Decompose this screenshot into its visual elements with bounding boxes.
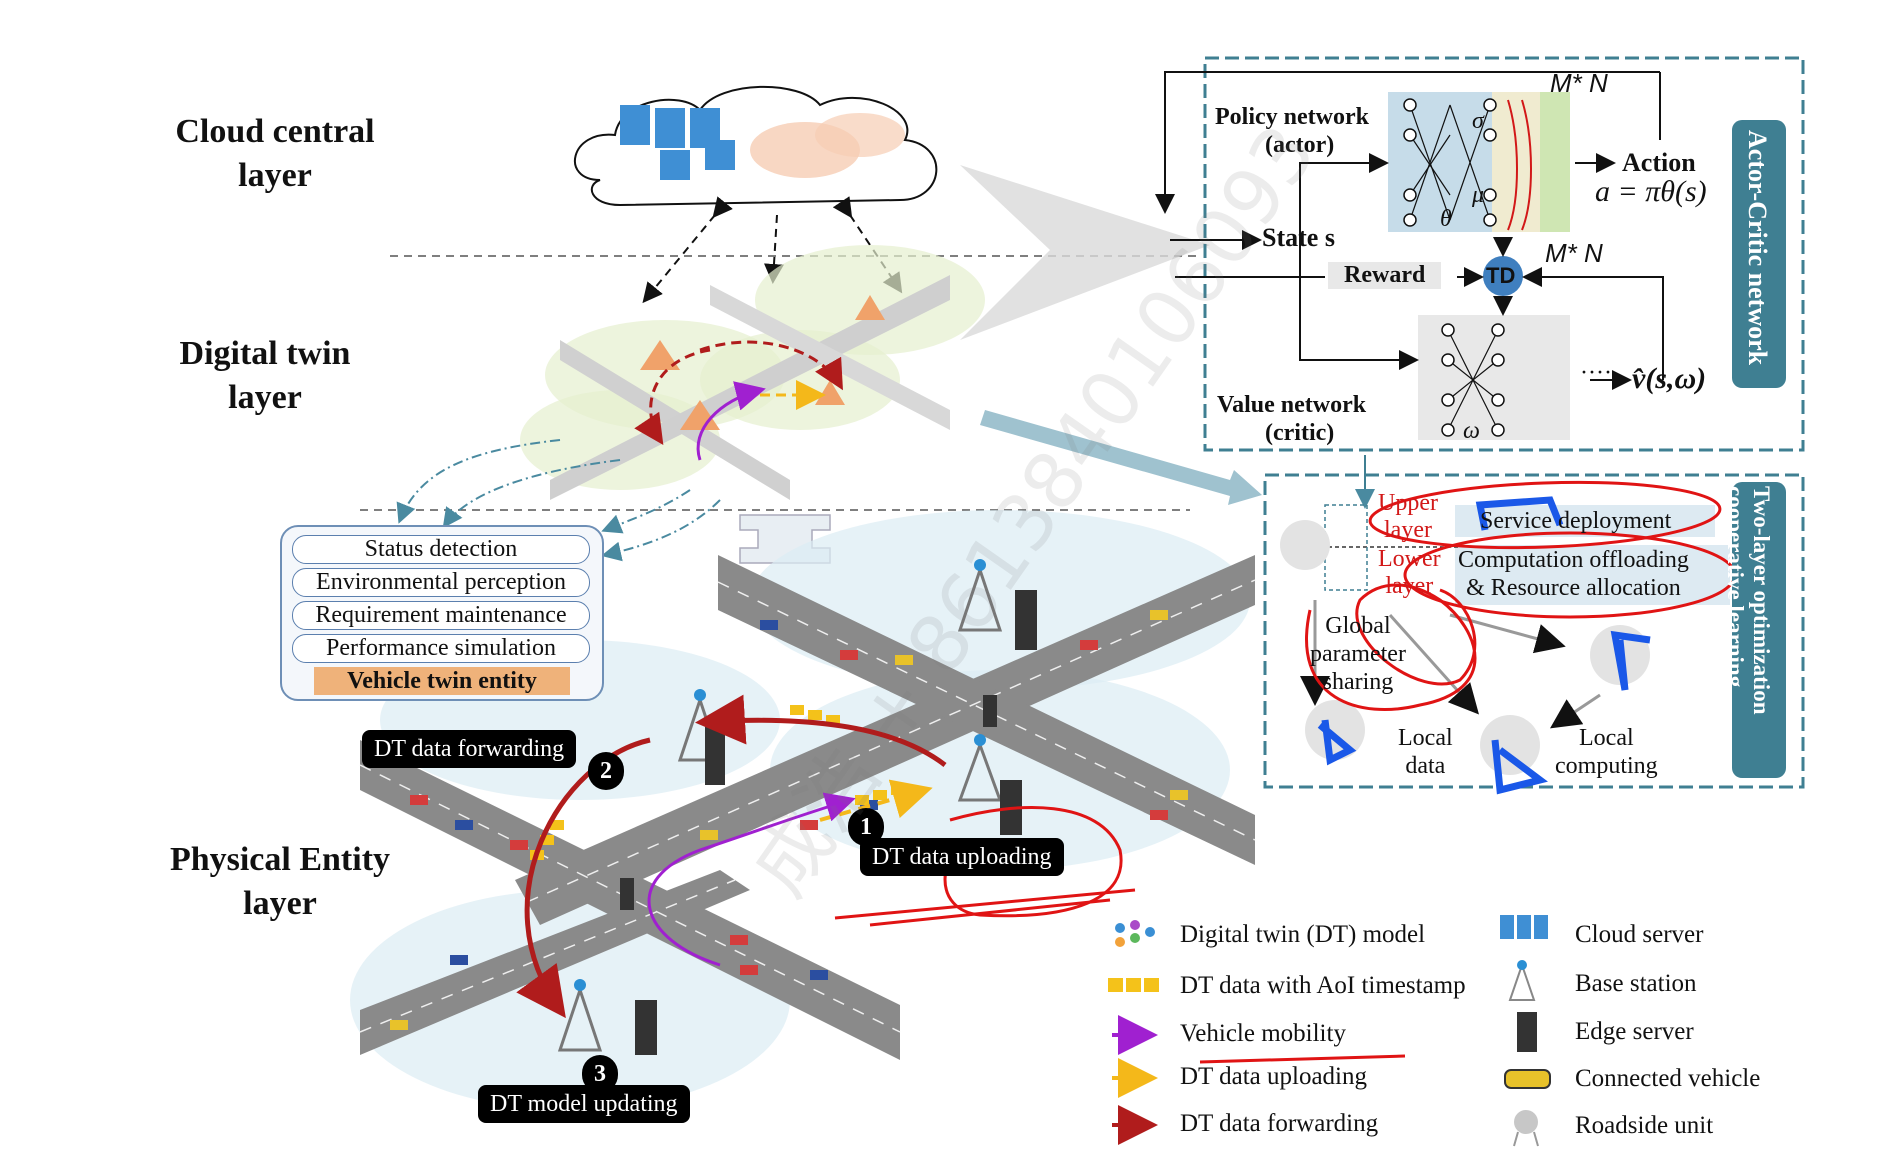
dt-model-icon xyxy=(1115,920,1155,947)
policy-network-label: Policy network xyxy=(1215,104,1369,130)
step-forwarding-label: DT data forwarding xyxy=(362,730,577,768)
legend-rsu: Roadside unit xyxy=(1575,1112,1714,1139)
edge-server-icon xyxy=(1517,1012,1537,1052)
ellipsis-symbol: ···· xyxy=(1580,360,1612,386)
action-label: Action xyxy=(1622,148,1696,177)
sigma-symbol: σ xyxy=(1472,108,1484,134)
blue-annotations xyxy=(1317,496,1651,795)
legend-cloud-server: Cloud server xyxy=(1575,921,1704,948)
twin-row-requirement: Requirement maintenance xyxy=(292,601,590,630)
actor-critic-box xyxy=(1203,56,1805,452)
mn-mid-label: M* N xyxy=(1545,238,1603,268)
upper-layer-label: Upper layer xyxy=(1378,490,1438,543)
legend-vehicle: Connected vehicle xyxy=(1575,1065,1761,1092)
legend-aoi-data: DT data with AoI timestamp xyxy=(1180,972,1466,999)
base-station-icon xyxy=(1508,960,1536,1001)
traffic-light-icon xyxy=(620,878,634,910)
lower-layer-label: Lower layer xyxy=(1378,546,1441,599)
policy-network-sublabel: (actor) xyxy=(1265,132,1335,158)
policy-network-graphic xyxy=(1388,92,1498,232)
legend-mobility: Vehicle mobility xyxy=(1180,1020,1346,1047)
value-network-graphic xyxy=(1418,315,1570,440)
mu-symbol: μ xyxy=(1472,182,1485,208)
legend-base-station: Base station xyxy=(1575,970,1697,997)
twin-row-status: Status detection xyxy=(292,535,590,564)
step-updating-label: DT model updating xyxy=(478,1085,690,1123)
cloud-layer-title: Cloud central layer xyxy=(175,113,375,194)
legend-edge-server: Edge server xyxy=(1575,1018,1694,1045)
traffic-light-icon xyxy=(983,695,997,727)
cloud-icon xyxy=(573,85,938,207)
legend-icons xyxy=(1108,915,1551,1147)
vehicle-twin-panel: Status detection Environmental perceptio… xyxy=(280,525,604,701)
twin-row-environment: Environmental perception xyxy=(292,568,590,597)
physical-layer-title: Physical Entity layer xyxy=(169,841,391,922)
flow-arrow-shape xyxy=(980,410,1262,505)
legend-forwarding: DT data forwarding xyxy=(1180,1110,1379,1137)
vehicle-icon xyxy=(1504,1069,1551,1089)
td-label: TD xyxy=(1486,263,1516,288)
value-network-sublabel: (critic) xyxy=(1265,420,1335,446)
offload-allocation-label: Computation offloading & Resource alloca… xyxy=(1458,547,1689,601)
base-station-icon xyxy=(957,559,1037,650)
td-node xyxy=(1483,256,1523,296)
global-sharing-label: Global parameter sharing xyxy=(1310,613,1406,695)
local-computing-label: Local computing xyxy=(1555,725,1658,779)
value-output-label: v̂(s,ω) xyxy=(1632,362,1707,395)
cloud-server-icon xyxy=(1500,915,1548,939)
step-uploading-label: DT data uploading xyxy=(860,838,1064,876)
twin-layer-title: Digital twin layer xyxy=(179,335,351,416)
step-2-badge: 2 xyxy=(588,752,624,790)
legend-dt-model: Digital twin (DT) model xyxy=(1180,921,1426,948)
twin-entity-label: Vehicle twin entity xyxy=(314,667,570,695)
rsu-icon xyxy=(1513,1110,1539,1147)
mn-top-label: M* N xyxy=(1550,68,1608,98)
red-annotations xyxy=(834,480,1737,1064)
actor-critic-side-label: Actor-Critic network xyxy=(1732,120,1786,388)
twin-row-performance: Performance simulation xyxy=(292,634,590,663)
step-1-badge: 1 xyxy=(848,808,884,846)
legend-uploading: DT data uploading xyxy=(1180,1063,1367,1090)
digital-twin-crossroad xyxy=(520,245,985,500)
state-label: State s xyxy=(1262,223,1335,252)
local-data-label: Local data xyxy=(1398,725,1453,779)
value-network-label: Value network xyxy=(1217,392,1367,418)
two-layer-box xyxy=(1263,473,1805,789)
omega-symbol: ω xyxy=(1463,418,1480,444)
funnel-shape xyxy=(960,165,1210,340)
aoi-data-icon xyxy=(1108,978,1159,992)
service-deployment-label: Service deployment xyxy=(1480,508,1672,534)
theta-symbol: θ xyxy=(1440,206,1452,232)
action-formula: a = πθ(s) xyxy=(1595,175,1707,208)
reward-label: Reward xyxy=(1328,262,1442,289)
step-3-badge: 3 xyxy=(582,1055,618,1093)
two-layer-side-label: Two-layer optimization cooperative learn… xyxy=(1723,482,1786,778)
base-station-icon xyxy=(557,979,657,1055)
